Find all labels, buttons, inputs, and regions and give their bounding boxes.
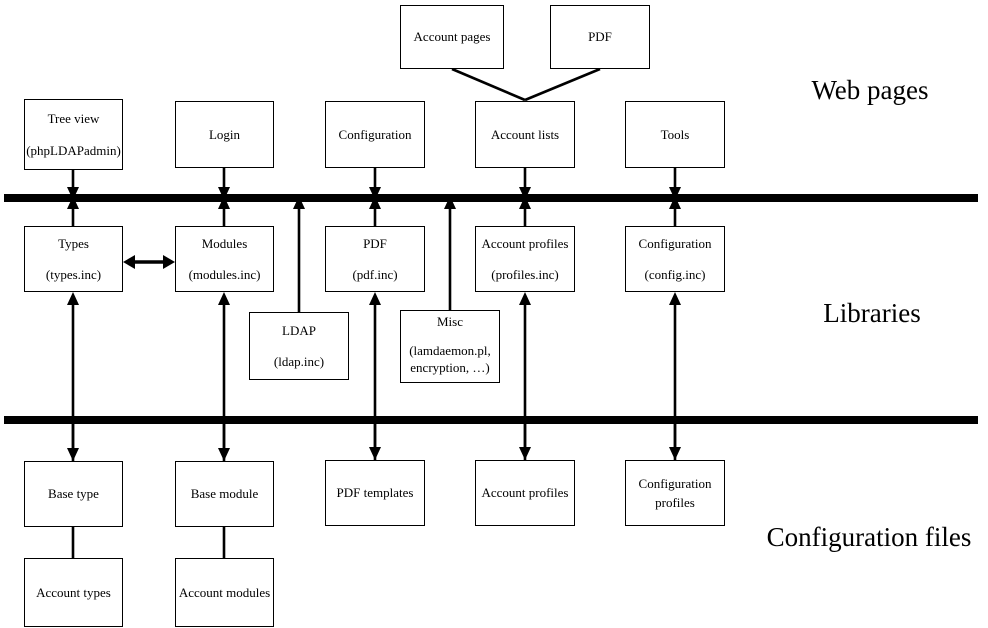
edge-misc-to-bus1 (444, 196, 456, 310)
node-configuration-profiles-file-line-2: profiles (655, 494, 695, 510)
node-misc-lib-line-2: (lamdaemon.pl,encryption, …) (409, 343, 491, 376)
node-account-profiles-lib: Account profiles (profiles.inc) (475, 226, 575, 292)
node-misc-lib: Misc (lamdaemon.pl,encryption, …) (400, 310, 500, 383)
node-account-pages: Account pages (400, 5, 504, 69)
node-pdf-top: PDF (550, 5, 650, 69)
node-login: Login (175, 101, 274, 168)
edge-configuration-profiles-file-to-lib (669, 292, 681, 460)
edge-pdf-top-to-account-lists (524, 67, 601, 102)
edge-bus2-to-pdf-templates (369, 416, 381, 460)
edge-configuration-page-to-bus1 (369, 168, 381, 200)
node-pdf-lib: PDF (pdf.inc) (325, 226, 425, 292)
node-tools-line-1: Tools (660, 126, 690, 142)
node-pdf-templates: PDF templates (325, 460, 425, 526)
node-pdf-lib-line-2: (pdf.inc) (352, 267, 398, 282)
edge-bus2-to-configuration-profiles-file (669, 416, 681, 460)
node-tree-view-line-1: Tree view (47, 111, 100, 127)
edge-ldap-to-bus1 (293, 196, 305, 312)
node-account-lists: Account lists (475, 101, 575, 168)
node-login-line-1: Login (208, 126, 241, 142)
node-account-modules: Account modules (175, 558, 274, 627)
node-account-types: Account types (24, 558, 123, 627)
edge-account-pages-to-account-lists (451, 67, 526, 102)
node-ldap-lib-line-1: LDAP (282, 322, 316, 338)
section-label-configuration-files: Configuration files (766, 521, 972, 552)
edge-pdf-lib-to-bus1 (369, 196, 381, 226)
edge-modules-to-bus1 (218, 196, 230, 226)
node-account-pages-line-1: Account pages (413, 29, 491, 45)
edge-base-module-to-modules (218, 292, 230, 461)
edge-account-profiles-lib-to-bus1 (519, 196, 531, 226)
node-base-type-line-1: Base type (48, 486, 99, 502)
edge-types-modules-bidirectional (123, 255, 175, 269)
node-account-modules-line-1: Account modules (178, 584, 271, 600)
node-base-type: Base type (24, 461, 123, 527)
node-configuration-lib: Configuration (config.inc) (625, 226, 725, 292)
node-configuration-lib-line-2: (config.inc) (644, 267, 706, 282)
node-configuration-lib-line-1: Configuration (638, 235, 712, 251)
node-configuration-profiles-file-line-1: Configuration (638, 476, 712, 492)
node-pdf-templates-line-1: PDF templates (336, 485, 414, 501)
node-account-lists-line-1: Account lists (490, 126, 560, 142)
node-configuration-page-line-1: Configuration (338, 126, 412, 142)
node-configuration-profiles-file: Configuration profiles (625, 460, 725, 526)
section-label-web-pages: Web pages (811, 74, 929, 105)
node-base-module: Base module (175, 461, 274, 527)
edge-bus2-to-base-module (218, 416, 230, 461)
node-account-profiles-file: Account profiles (475, 460, 575, 526)
edge-configuration-lib-to-bus1 (669, 196, 681, 226)
edge-tools-to-bus1 (669, 168, 681, 200)
node-misc-lib-line-1: Misc (437, 314, 463, 329)
section-label-libraries: Libraries (823, 297, 921, 328)
node-tree-view-line-2: (phpLDAPadmin) (26, 142, 121, 158)
edge-login-to-bus1 (218, 168, 230, 200)
node-pdf-top-line-1: PDF (588, 29, 612, 45)
node-account-profiles-lib-line-2: (profiles.inc) (491, 267, 559, 282)
edge-pdf-templates-to-pdf-lib (369, 292, 381, 460)
edge-bus2-to-account-profiles-file (519, 416, 531, 460)
node-pdf-lib-line-1: PDF (363, 235, 387, 251)
edge-base-type-to-types (67, 292, 79, 461)
edge-tree-view-to-bus1 (67, 170, 79, 200)
node-types-lib-line-2: (types.inc) (45, 267, 102, 282)
node-account-profiles-lib-line-1: Account profiles (481, 235, 569, 251)
node-types-lib: Types (types.inc) (24, 226, 123, 292)
edge-account-lists-to-bus1 (519, 168, 531, 200)
node-modules-lib-line-1: Modules (201, 235, 248, 251)
node-modules-lib-line-2: (modules.inc) (188, 267, 261, 282)
node-types-lib-line-1: Types (58, 235, 89, 251)
node-ldap-lib: LDAP (ldap.inc) (249, 312, 349, 380)
node-modules-lib: Modules (modules.inc) (175, 226, 274, 292)
node-base-module-line-1: Base module (190, 486, 259, 502)
node-account-profiles-file-line-1: Account profiles (481, 485, 569, 501)
node-account-types-line-1: Account types (36, 584, 111, 600)
node-configuration-page: Configuration (325, 101, 425, 168)
node-tree-view: Tree view (phpLDAPadmin) (24, 99, 123, 170)
edge-bus2-to-base-type (67, 416, 79, 461)
node-ldap-lib-line-2: (ldap.inc) (273, 354, 325, 369)
node-tools: Tools (625, 101, 725, 168)
edge-types-to-bus1 (67, 196, 79, 226)
edge-account-profiles-file-to-lib (519, 292, 531, 460)
